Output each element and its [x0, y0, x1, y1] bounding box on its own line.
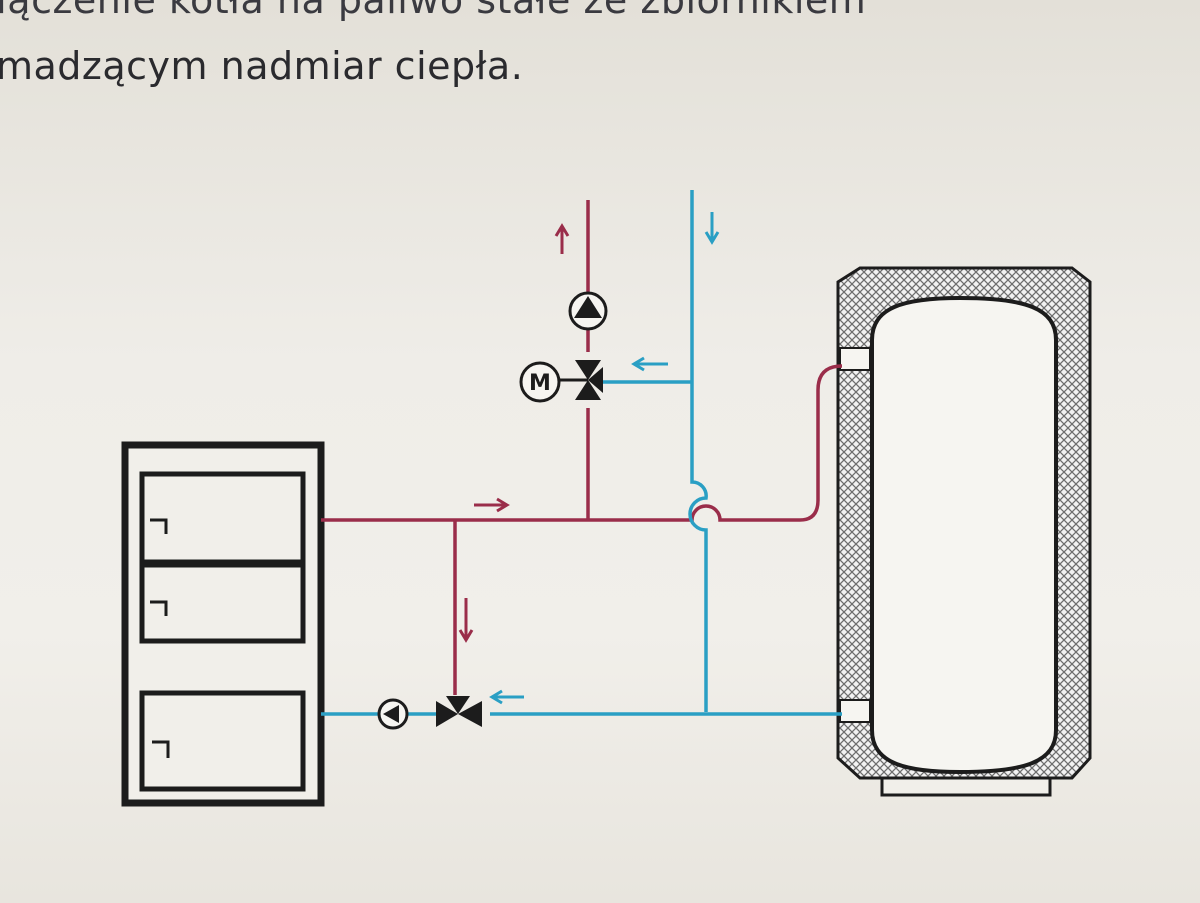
arrow-icon — [458, 223, 570, 643]
motor-label: M — [529, 371, 551, 396]
return-line — [321, 190, 842, 716]
pump-icon — [377, 698, 409, 730]
buffer-tank-icon — [836, 266, 1092, 797]
three-way-valve-icon — [560, 360, 603, 400]
three-way-valve-icon — [436, 696, 482, 727]
caption-line-1: łączenie kotła na paliwo stałe ze zbiorn… — [0, 0, 867, 22]
arrow-icon — [489, 212, 720, 705]
motor-icon: M — [519, 361, 561, 403]
boiler-icon — [121, 441, 325, 807]
supply-line — [321, 200, 843, 695]
pump-icon — [568, 291, 608, 331]
caption-line-2: madzącym nadmiar ciepła. — [0, 44, 524, 88]
